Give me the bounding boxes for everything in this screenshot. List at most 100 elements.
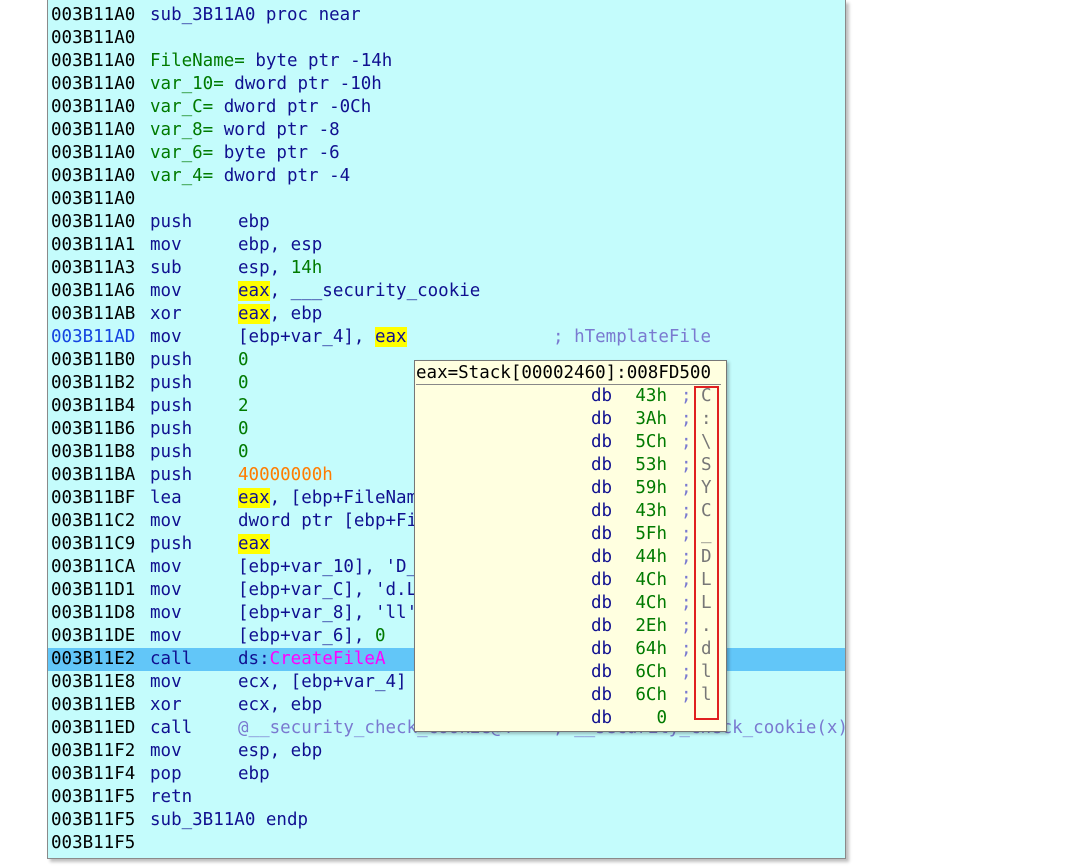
stack-var-type: byte ptr -14h xyxy=(244,51,393,71)
stack-var-name: var_10= xyxy=(150,74,224,94)
db-directive: db xyxy=(591,639,613,659)
operand-number: 0 xyxy=(238,442,249,462)
comment-semicolon: ; xyxy=(681,662,692,682)
mnemonic: mov xyxy=(150,603,182,623)
operands[interactable]: eax, ___security_cookie xyxy=(238,280,480,303)
byte-value: 59h xyxy=(635,478,667,498)
byte-char: S xyxy=(701,455,712,475)
operands[interactable]: ecx, ebp xyxy=(238,694,322,717)
mnemonic: retn xyxy=(150,787,193,807)
operands[interactable]: esp, ebp xyxy=(238,740,322,763)
operand-text: , ___security_cookie xyxy=(269,281,481,301)
operands[interactable]: ds:CreateFileA xyxy=(238,648,386,671)
code-line[interactable]: 003B11A0 xyxy=(48,27,845,50)
code-line[interactable]: 003B11F5 xyxy=(48,832,845,855)
operands[interactable]: [ebp+var_8], 'll' xyxy=(238,602,417,625)
operands[interactable]: [ebp+var_4], eax xyxy=(238,326,407,349)
operands[interactable]: [ebp+var_10], 'D_' xyxy=(238,556,428,579)
proc-label: sub_3B11A0 proc near xyxy=(150,5,361,25)
operands[interactable]: eax xyxy=(238,533,270,556)
operands[interactable]: esp, 14h xyxy=(238,257,322,280)
db-directive: db xyxy=(591,685,613,705)
byte-value: 2Eh xyxy=(635,616,667,636)
operands[interactable]: 0 xyxy=(238,441,249,464)
mnemonic: push xyxy=(150,350,193,370)
db-directive: db xyxy=(591,524,613,544)
db-directive: db xyxy=(591,593,613,613)
stack-var-name: FileName= xyxy=(150,51,245,71)
code-line[interactable]: 003B11A0 xyxy=(48,188,845,211)
byte-value: 64h xyxy=(635,639,667,659)
operands[interactable]: [ebp+var_C], 'd.LL' xyxy=(238,579,438,602)
stack-var-decl: var_6= byte ptr -6 xyxy=(150,142,340,165)
db-directive: db xyxy=(591,708,613,728)
operands[interactable]: 0 xyxy=(238,418,249,441)
operands[interactable]: eax, [ebp+FileName] xyxy=(238,487,438,510)
mnemonic: lea xyxy=(150,488,182,508)
comment-semicolon: ; xyxy=(681,685,692,705)
highlighted-register: eax xyxy=(238,304,270,324)
line-address: 003B11F5 xyxy=(51,833,136,853)
stack-var-name: var_8= xyxy=(150,120,214,140)
line-address: 003B11F5 xyxy=(51,810,136,830)
string-highlight-box xyxy=(694,386,719,720)
operands[interactable]: ebp xyxy=(238,763,270,786)
line-address: 003B11ED xyxy=(51,718,136,738)
byte-char: C xyxy=(701,386,712,406)
mnemonic: push xyxy=(150,373,193,393)
operands[interactable]: 0 xyxy=(238,349,249,372)
byte-char: _ xyxy=(701,524,712,544)
highlighted-register: eax xyxy=(374,327,407,347)
operands[interactable]: ecx, [ebp+var_4] xyxy=(238,671,407,694)
operands[interactable]: ebp, esp xyxy=(238,234,322,257)
operand-number: 0 xyxy=(238,419,249,439)
byte-char: D xyxy=(701,547,712,567)
byte-value: 5Fh xyxy=(635,524,667,544)
mnemonic: mov xyxy=(150,626,182,646)
operands[interactable]: 0 xyxy=(238,372,249,395)
comment-semicolon: ; xyxy=(681,409,692,429)
operand-text: , ebp xyxy=(269,304,323,324)
operands[interactable]: ebp xyxy=(238,211,270,234)
operands[interactable]: 40000000h xyxy=(238,464,333,487)
db-directive: db xyxy=(591,478,613,498)
line-address: 003B11A0 xyxy=(51,28,136,48)
operands[interactable]: 2 xyxy=(238,395,249,418)
operands[interactable]: eax, ebp xyxy=(238,303,322,326)
operands[interactable]: [ebp+var_6], 0 xyxy=(238,625,386,648)
byte-value: 4Ch xyxy=(635,593,667,613)
byte-value: 3Ah xyxy=(635,409,667,429)
